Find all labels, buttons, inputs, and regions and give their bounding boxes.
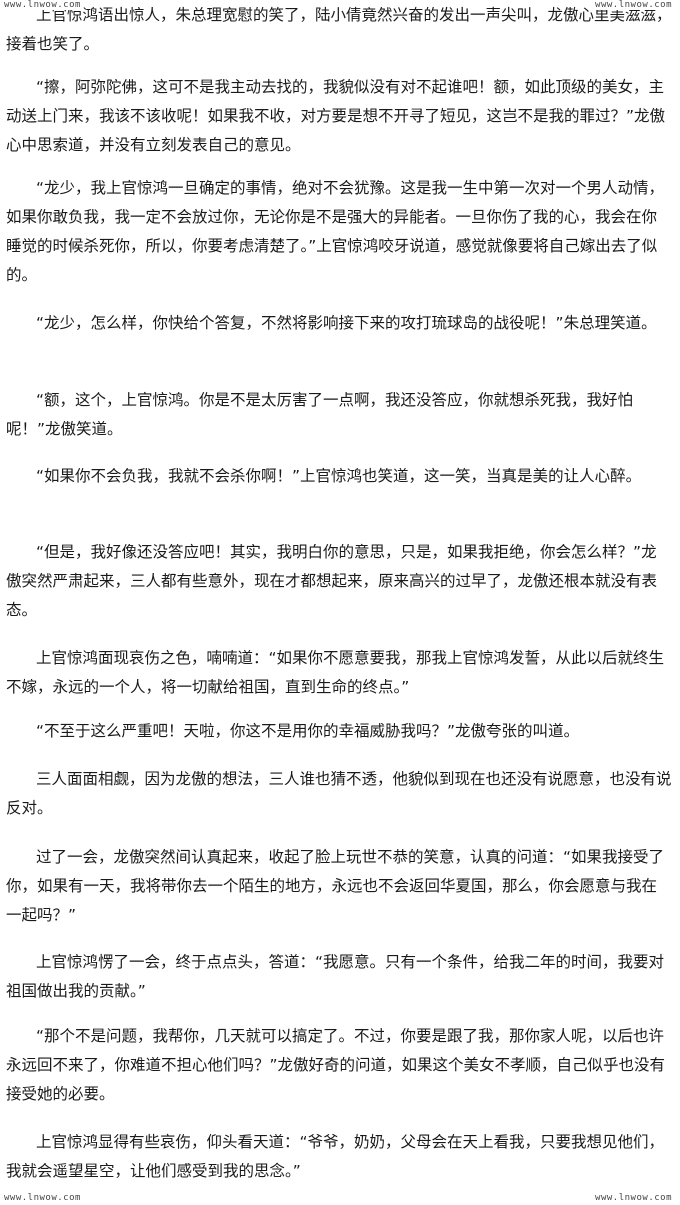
paragraph-9: “不至于这么严重吧！天啦，你这不是用你的幸福威胁我吗？”龙傲夸张的叫道。 [36,722,580,740]
watermark-bottom-left: www.lnwow.com [2,1193,83,1203]
watermark-top-left: www.lnwow.com [2,0,83,10]
paragraph-10: 三人面面相觑，因为龙傲的想法，三人谁也猜不透，他貌似到现在也还没有说愿意，也没有… [6,770,672,817]
paragraph-12: 上官惊鸿愣了一会，终于点点头，答道：“我愿意。只有一个条件，给我二年的时间，我要… [6,953,665,1000]
paragraph-13: “那个不是问题，我帮你，几天就可以搞定了。不过，你要是跟了我，那你家人呢，以后也… [6,1027,666,1103]
paragraph-4: “龙少，怎么样，你快给个答复，不然将影响接下来的攻打琉球岛的战役呢！”朱总理笑道… [36,314,657,332]
paragraph-8: 上官惊鸿面现哀伤之色，喃喃道：“如果你不愿意要我，那我上官惊鸿发誓，从此以后就终… [6,649,665,696]
paragraph-2: “擦，阿弥陀佛，这可不是我主动去找的，我貌似没有对不起谁吧！额，如此顶级的美女，… [6,78,666,154]
paragraph-14: 上官惊鸿显得有些哀伤，仰头看天道：“爷爷，奶奶，父母会在天上看我，只要我想见他们… [6,1133,665,1180]
watermark-bottom-right: www.lnwow.com [593,1193,674,1203]
paragraph-1: 上官惊鸿语出惊人，朱总理宽慰的笑了，陆小倩竟然兴奋的发出一声尖叫，龙傲心里美滋滋… [6,6,672,53]
paragraph-6: “如果你不会负我，我就不会杀你啊！”上官惊鸿也笑道，这一笑，当真是美的让人心醉。 [36,467,642,485]
paragraph-11: 过了一会，龙傲突然间认真起来，收起了脸上玩世不恭的笑意，认真的问道：“如果我接受… [6,848,665,924]
paragraph-5: “额，这个，上官惊鸿。你是不是太厉害了一点啊，我还没答应，你就想杀死我，我好怕呢… [6,391,634,438]
paragraph-7: “但是，我好像还没答应吧！其实，我明白你的意思，只是，如果我拒绝，你会怎么样？”… [6,543,658,619]
watermark-top-right: www.lnwow.com [593,0,674,10]
paragraph-3: “龙少，我上官惊鸿一旦确定的事情，绝对不会犹豫。这是我一生中第一次对一个男人动情… [6,179,665,284]
